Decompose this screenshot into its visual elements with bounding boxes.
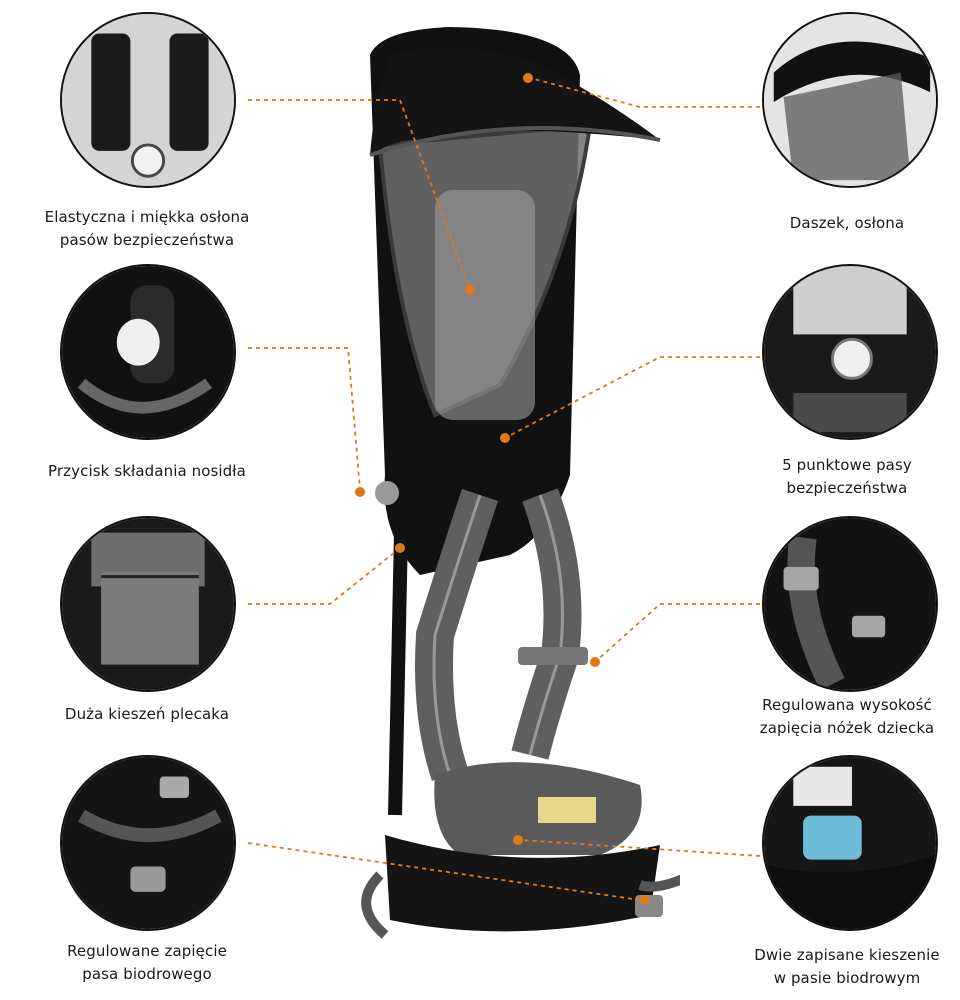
hip-buckle-icon: [60, 755, 236, 931]
callout-hip-pockets: Dwie zapisane kieszenie w pasie biodrowy…: [754, 946, 940, 987]
child-carrier-illustration: [361, 27, 680, 939]
strap-pads-icon: [60, 12, 236, 188]
leg-strap-icon: [762, 516, 938, 692]
sun-canopy-icon: [762, 12, 938, 188]
callout-sun-canopy: Daszek, osłona: [789, 214, 905, 232]
callout-hip-buckle: Regulowane zapięcie pasa biodrowego: [67, 942, 227, 983]
backpack-pocket-icon: [60, 516, 236, 692]
five-point-harness-icon: [762, 264, 938, 440]
callout-backpack-pocket: Duża kieszeń plecaka: [64, 705, 230, 723]
callout-fold-button: Przycisk składania nosidła: [48, 462, 246, 480]
fold-button-icon: [60, 264, 236, 440]
callout-strap-pads: Elastyczna i miękka osłona pasów bezpiec…: [44, 208, 250, 249]
callout-leg-strap: Regulowana wysokość zapięcia nóżek dziec…: [759, 696, 935, 737]
callout-five-point-harness: 5 punktowe pasy bezpieczeństwa: [782, 456, 912, 497]
hip-pockets-icon: [762, 755, 938, 931]
